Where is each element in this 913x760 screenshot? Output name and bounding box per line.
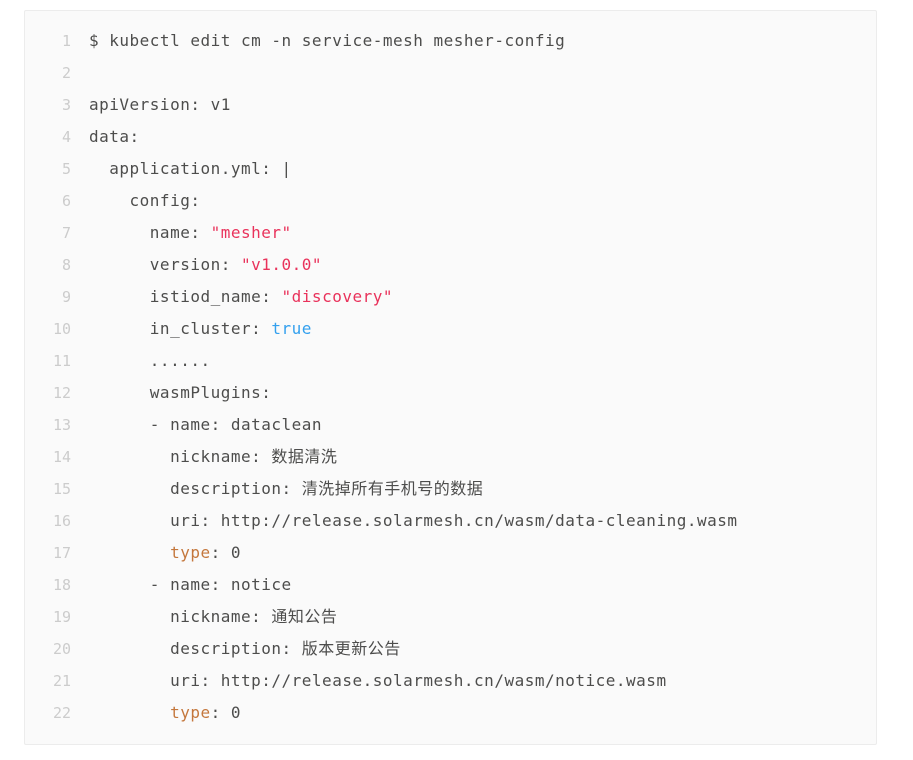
line-number: 8 — [61, 256, 71, 274]
code-token-string: "v1.0.0" — [241, 255, 323, 274]
code-text: $ kubectl edit cm -n service-mesh mesher… — [89, 25, 565, 57]
line-number: 19 — [52, 608, 71, 626]
line-number: 14 — [52, 448, 71, 466]
code-text: description: 版本更新公告 — [89, 633, 401, 665]
code-text: - name: dataclean — [89, 409, 322, 441]
code-text: type: 0 — [89, 537, 241, 569]
code-token-string: "discovery" — [281, 287, 393, 306]
code-token-plain: : 0 — [210, 703, 241, 722]
line-number: 21 — [52, 672, 71, 690]
code-line: 9 istiod_name: "discovery" — [45, 281, 856, 313]
code-line: 16 uri: http://release.solarmesh.cn/wasm… — [45, 505, 856, 537]
code-line: 8 version: "v1.0.0" — [45, 249, 856, 281]
code-text: config: — [89, 185, 200, 217]
code-line: 7 name: "mesher" — [45, 217, 856, 249]
code-token-plain: application.yml: | — [89, 159, 292, 178]
line-number: 22 — [52, 704, 71, 722]
code-text: ...... — [89, 345, 211, 377]
code-line: 13 - name: dataclean — [45, 409, 856, 441]
line-number: 1 — [61, 32, 71, 50]
code-block: 1 $ kubectl edit cm -n service-mesh meshe… — [24, 10, 877, 745]
line-number: 6 — [61, 192, 71, 210]
code-token-plain: uri: http://release.solarmesh.cn/wasm/no… — [89, 671, 667, 690]
code-token-plain: uri: http://release.solarmesh.cn/wasm/da… — [89, 511, 738, 530]
line-number: 20 — [52, 640, 71, 658]
code-text: uri: http://release.solarmesh.cn/wasm/da… — [89, 505, 738, 537]
code-text: uri: http://release.solarmesh.cn/wasm/no… — [89, 665, 667, 697]
code-token-plain: - name: dataclean — [89, 415, 323, 434]
line-number: 10 — [52, 320, 71, 338]
code-text: type: 0 — [89, 697, 241, 729]
code-line: 6 config: — [45, 185, 856, 217]
code-token-plain: name: — [89, 223, 211, 242]
code-line: 19 nickname: 通知公告 — [45, 601, 856, 633]
code-line: 21 uri: http://release.solarmesh.cn/wasm… — [45, 665, 856, 697]
line-number: 4 — [61, 128, 71, 146]
line-number: 18 — [52, 576, 71, 594]
code-token-plain: version: — [89, 255, 241, 274]
code-token-literal: true — [271, 319, 312, 338]
code-line: 2 — [45, 57, 856, 89]
code-line: 12 wasmPlugins: — [45, 377, 856, 409]
code-text: nickname: 通知公告 — [89, 601, 337, 633]
line-number: 11 — [52, 352, 71, 370]
code-token-plain — [89, 703, 170, 722]
code-text: in_cluster: true — [89, 313, 312, 345]
code-line: 20 description: 版本更新公告 — [45, 633, 856, 665]
code-line: 18 - name: notice — [45, 569, 856, 601]
code-text: apiVersion: v1 — [89, 89, 231, 121]
code-token-plain: config: — [89, 191, 201, 210]
code-text: version: "v1.0.0" — [89, 249, 322, 281]
code-line: 5 application.yml: | — [45, 153, 856, 185]
code-text: data: — [89, 121, 140, 153]
code-line: 15 description: 清洗掉所有手机号的数据 — [45, 473, 856, 505]
code-line: 1 $ kubectl edit cm -n service-mesh meshe… — [45, 25, 856, 57]
code-token-plain: wasmPlugins: — [89, 383, 272, 402]
code-token-plain — [89, 543, 170, 562]
code-token-plain: nickname: 数据清洗 — [89, 447, 338, 466]
code-token-plain: nickname: 通知公告 — [89, 607, 338, 626]
code-text: application.yml: | — [89, 153, 292, 185]
code-token-plain: description: 清洗掉所有手机号的数据 — [89, 479, 484, 498]
code-token-plain: description: 版本更新公告 — [89, 639, 401, 658]
code-line: 22 type: 0 — [45, 697, 856, 729]
line-number: 5 — [61, 160, 71, 178]
code-text: name: "mesher" — [89, 217, 292, 249]
line-number: 17 — [52, 544, 71, 562]
code-token-plain: - name: notice — [89, 575, 292, 594]
code-token-plain: ...... — [89, 351, 211, 370]
code-text: istiod_name: "discovery" — [89, 281, 393, 313]
line-number: 15 — [52, 480, 71, 498]
code-text: - name: notice — [89, 569, 292, 601]
code-token-keyword: type — [170, 543, 211, 562]
code-token-keyword: type — [170, 703, 211, 722]
line-number: 16 — [52, 512, 71, 530]
code-token-plain: apiVersion: v1 — [89, 95, 231, 114]
code-token-plain: in_cluster: — [89, 319, 272, 338]
line-number: 13 — [52, 416, 71, 434]
code-text: nickname: 数据清洗 — [89, 441, 337, 473]
code-line: 3 apiVersion: v1 — [45, 89, 856, 121]
code-token-plain: istiod_name: — [89, 287, 282, 306]
code-line: 4 data: — [45, 121, 856, 153]
line-number: 7 — [61, 224, 71, 242]
code-line: 10 in_cluster: true — [45, 313, 856, 345]
code-token-plain: $ kubectl edit cm -n service-mesh mesher… — [89, 31, 566, 50]
line-number: 3 — [61, 96, 71, 114]
code-line: 11 ...... — [45, 345, 856, 377]
code-line: 17 type: 0 — [45, 537, 856, 569]
line-number: 12 — [52, 384, 71, 402]
code-token-plain: : 0 — [210, 543, 241, 562]
line-number: 2 — [61, 64, 71, 82]
code-text: wasmPlugins: — [89, 377, 271, 409]
line-number: 9 — [61, 288, 71, 306]
code-token-plain: data: — [89, 127, 140, 146]
code-listing: 1 $ kubectl edit cm -n service-mesh meshe… — [45, 25, 856, 729]
code-token-string: "mesher" — [210, 223, 292, 242]
code-text: description: 清洗掉所有手机号的数据 — [89, 473, 483, 505]
code-line: 14 nickname: 数据清洗 — [45, 441, 856, 473]
